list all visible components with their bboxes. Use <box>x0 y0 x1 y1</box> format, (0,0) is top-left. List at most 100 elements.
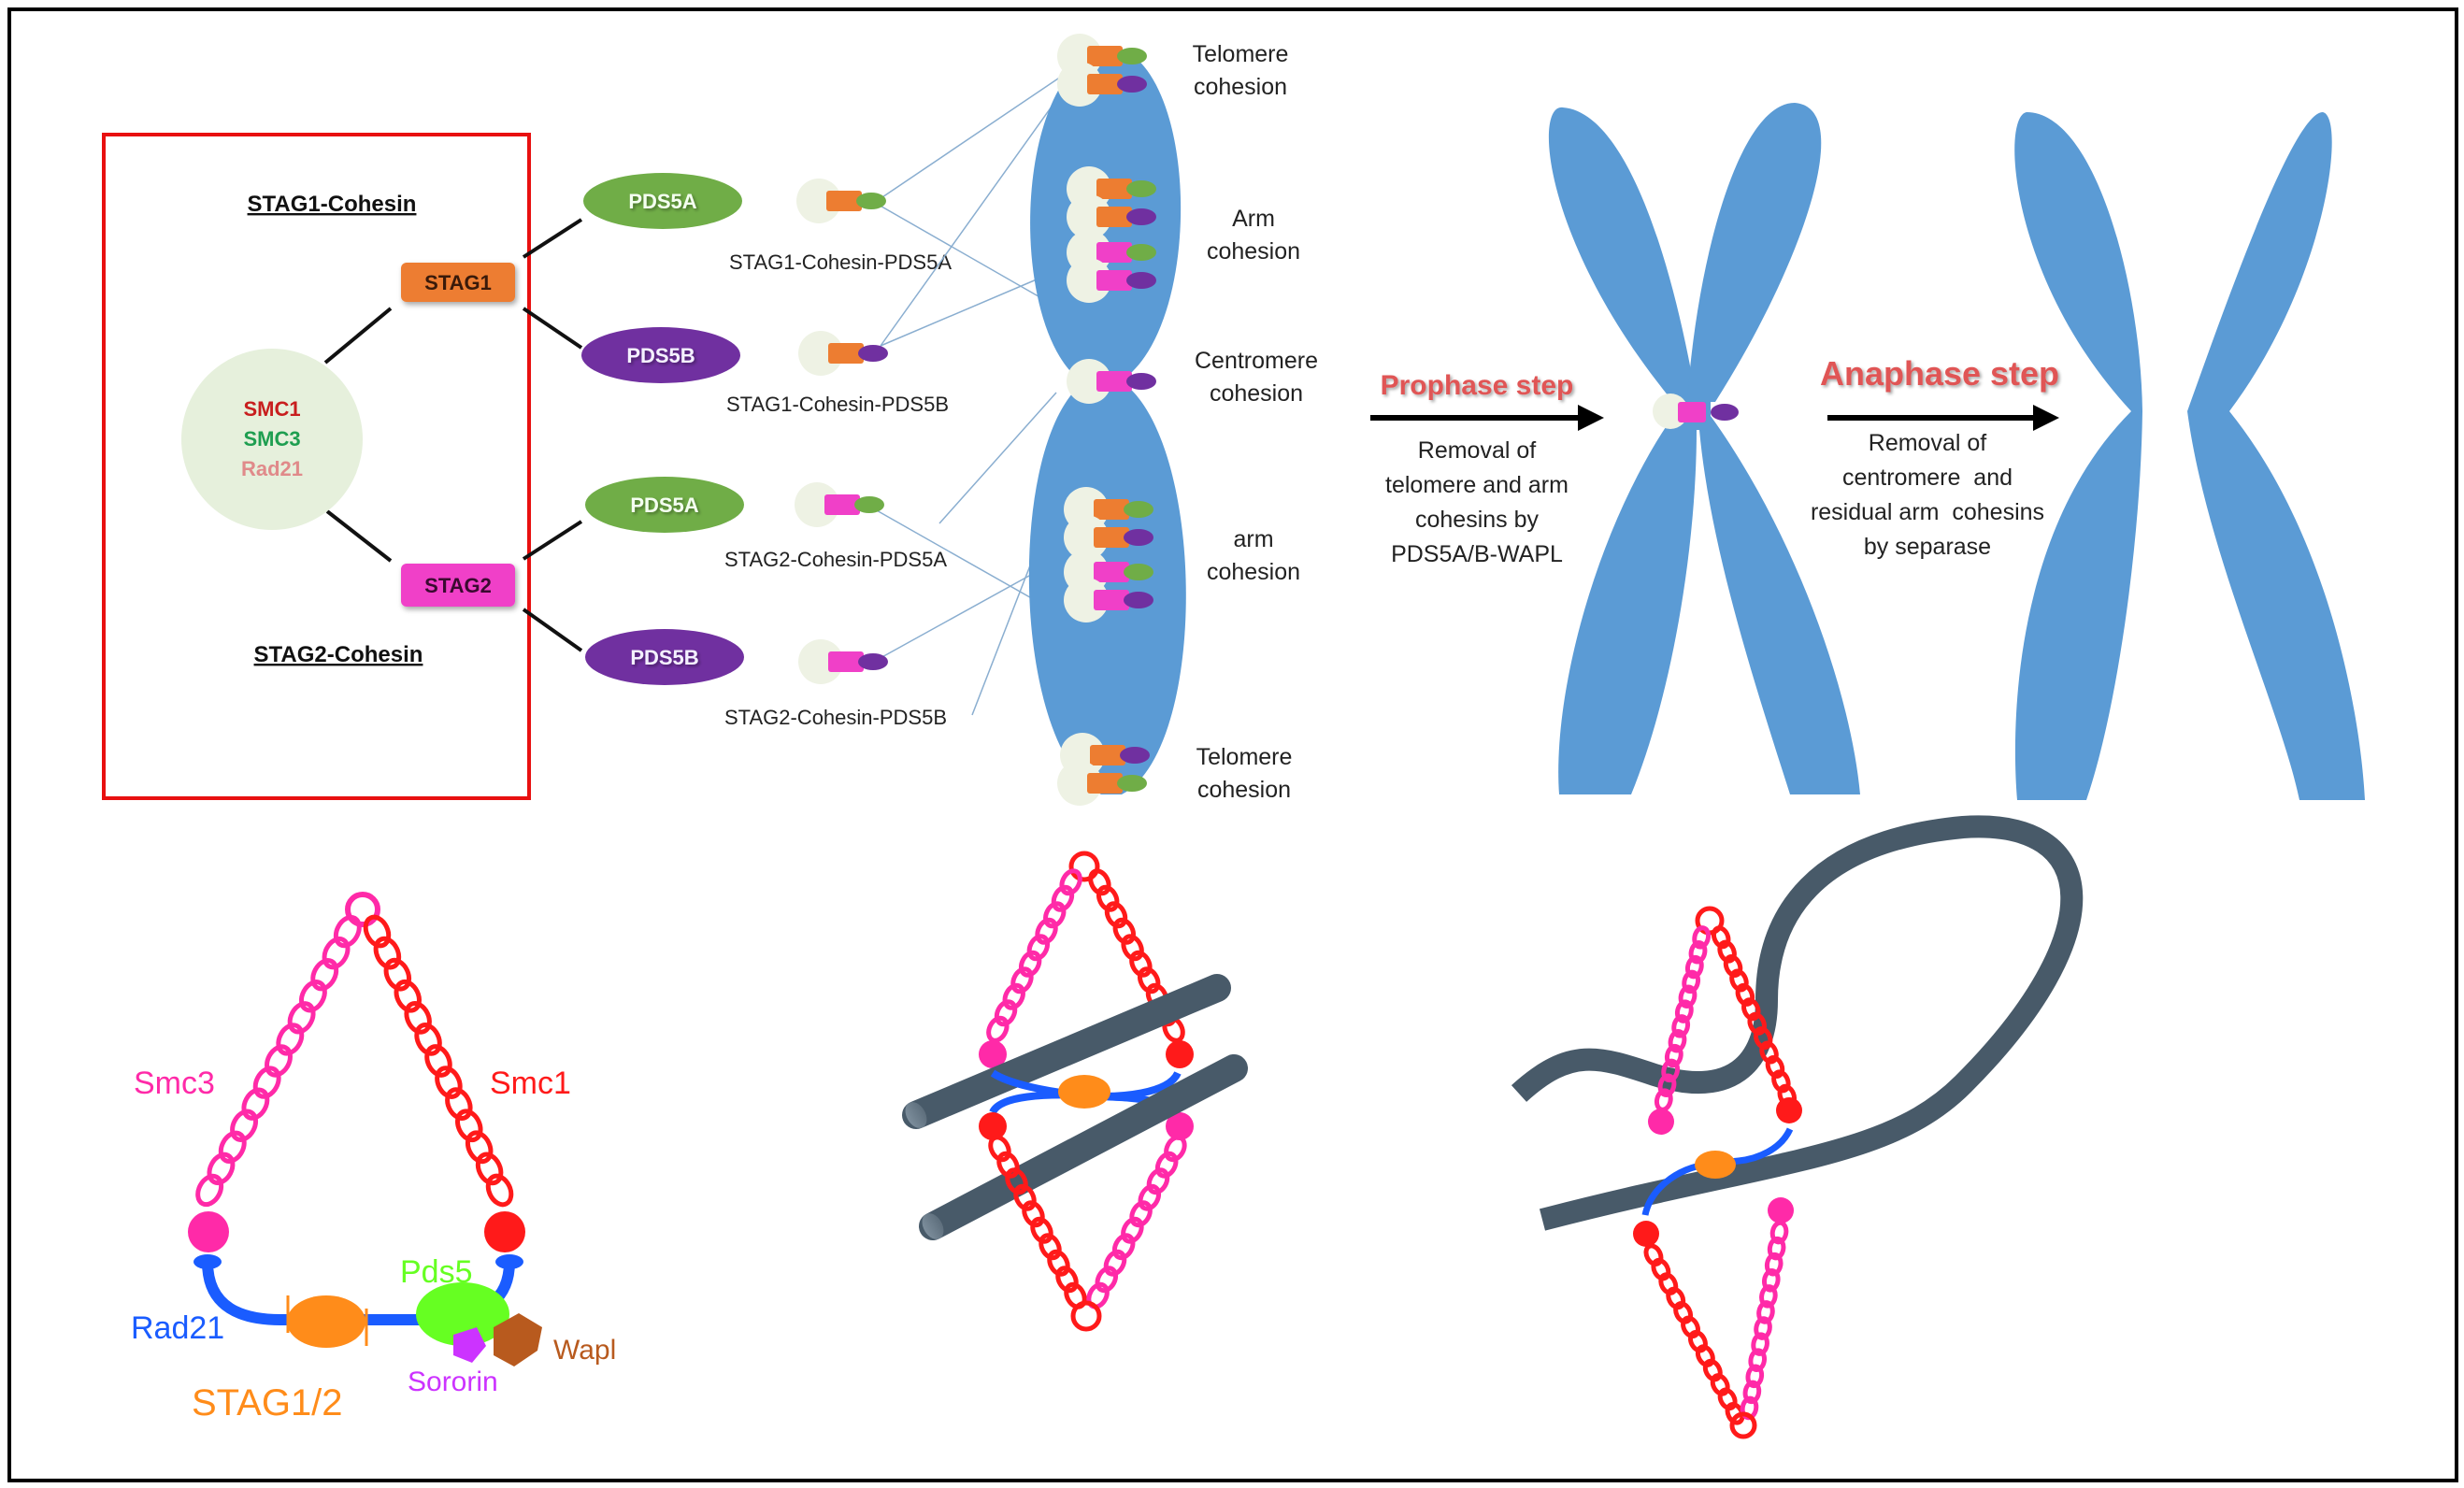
coiled-coil-bead <box>1717 939 1737 964</box>
coiled-coil-bead <box>383 957 412 992</box>
cohesin-ring-icon <box>796 179 841 223</box>
pds5-subunit-icon <box>1120 747 1150 764</box>
stag-subunit-icon <box>1094 562 1129 582</box>
partner-row: PDS5B STAG1-Cohesin-PDS5B <box>581 327 949 416</box>
coiled-coil-bead <box>265 1044 293 1078</box>
stag-subunit-icon <box>1087 74 1123 94</box>
cohesin-embracing-sister-dna <box>902 851 1248 1332</box>
coiled-coil-bead <box>1671 1014 1691 1038</box>
centromere-cohesin <box>1653 393 1739 429</box>
cohesin-ring-icon <box>1064 515 1109 560</box>
complex-label: STAG2-Cohesin-PDS5A <box>724 548 947 571</box>
cohesin-complex-icon <box>796 179 886 223</box>
smc3-arm <box>1654 925 1712 1112</box>
coiled-coil-bead <box>1005 1167 1028 1195</box>
pds5-subunit-icon <box>1117 76 1147 93</box>
cohesin-complex-icon <box>1067 359 1156 404</box>
pds5-subunit <box>416 1282 509 1346</box>
chromosome-arm-bottom <box>1028 379 1186 794</box>
rad21-c-term <box>495 1254 523 1269</box>
connector-lines <box>323 218 583 652</box>
telomere-bottom-label-2: cohesion <box>1197 777 1291 803</box>
coiled-coil-bead <box>1729 968 1749 993</box>
pds5a-node-label: PDS5A <box>628 190 696 213</box>
rad21-label: Rad21 <box>131 1310 224 1346</box>
pds5-subunit-icon <box>1126 373 1156 390</box>
coiled-coil-bead <box>404 1001 432 1035</box>
stag-subunit-icon <box>1096 242 1132 263</box>
partner-row: PDS5B STAG2-Cohesin-PDS5B <box>585 629 947 729</box>
coiled-coil-bead <box>1710 1373 1730 1396</box>
prophase-desc-line: Removal of <box>1418 437 1536 464</box>
pds5-subunit-icon <box>854 496 884 513</box>
coiled-coil-bead <box>1735 982 1755 1007</box>
coiled-coil-bead <box>1022 1200 1045 1228</box>
complex-label: STAG1-Cohesin-PDS5A <box>729 250 952 274</box>
coiled-coil-bead <box>1753 1026 1773 1051</box>
cohesin-complex-icon <box>1064 515 1153 560</box>
smc1-head <box>1776 1097 1802 1123</box>
arm-bottom-label-2: cohesion <box>1207 559 1300 585</box>
coiled-coil-bead <box>207 1152 236 1186</box>
coiled-coil-bead <box>252 1066 281 1099</box>
smc3-arm <box>1086 1135 1187 1309</box>
coiled-coil-bead <box>333 914 362 949</box>
stag-subunit-icon <box>1096 179 1132 199</box>
cohesin-complex-icon <box>1064 578 1153 622</box>
pds5-subunit-icon <box>1124 529 1153 546</box>
coiled-coil-bead <box>1035 917 1058 945</box>
cohesin-complex-icon <box>1067 258 1156 303</box>
coiled-coil-bead <box>465 1130 494 1165</box>
coiled-coil-bead <box>1687 1329 1708 1353</box>
coiled-coil-bead <box>1688 940 1708 965</box>
cohesin-ring-icon <box>1064 578 1109 622</box>
coiled-coil-bead <box>1030 1216 1053 1244</box>
smc3-head <box>979 1040 1007 1068</box>
sister-chromatid-right <box>2187 112 2365 800</box>
pds5-subunit-icon <box>1126 244 1156 261</box>
stag-subunit-icon <box>1087 46 1123 66</box>
pds5-subunit-icon <box>858 653 888 670</box>
coiled-coil-bead <box>1111 1233 1136 1261</box>
x-chromosome <box>1548 103 1860 794</box>
coiled-coil-bead <box>1095 1266 1119 1294</box>
smc1-label: Smc1 <box>490 1066 571 1101</box>
stag-subunit-icon <box>824 494 860 515</box>
stag1-node-label: STAG1 <box>424 271 492 294</box>
smc1-head <box>979 1112 1007 1140</box>
coiled-coil-bead <box>1748 1348 1768 1372</box>
pds5-subunit-icon <box>1117 48 1147 64</box>
core-rad21-label: Rad21 <box>241 457 303 480</box>
stag-subunit <box>1695 1151 1736 1179</box>
coiled-coil-bead <box>414 1023 442 1056</box>
coiled-coil-bead <box>298 980 327 1013</box>
smc3-head <box>188 1211 229 1252</box>
pds5-subunit-icon <box>1126 180 1156 197</box>
sororin-label: Sororin <box>408 1366 498 1397</box>
prophase-desc-line: cohesins by <box>1415 507 1540 533</box>
wapl-label: Wapl <box>553 1335 616 1366</box>
coiled-coil-bead <box>996 1151 1020 1179</box>
pds5-subunit-icon <box>856 193 886 209</box>
sister-chromatid-left <box>2014 112 2142 800</box>
hinge-domain <box>1729 1411 1757 1439</box>
cohesin-complex-icon <box>1067 194 1156 239</box>
coiled-coil-bead <box>1681 1315 1701 1339</box>
coiled-coil-bead <box>1129 1200 1153 1228</box>
coiled-coil-bead <box>1013 1183 1037 1211</box>
core-smc1-label: SMC1 <box>243 397 300 421</box>
cohesin-complex-icon <box>1057 62 1147 107</box>
coiled-coil-bead <box>1129 950 1153 978</box>
coiled-coil-bead <box>1121 934 1144 962</box>
figure-border <box>7 7 2458 1482</box>
smc3-arm <box>1740 1220 1789 1421</box>
coiled-coil-bead <box>1138 1183 1162 1211</box>
anaphase-desc-line: centromere and <box>1842 465 2013 491</box>
coiled-coil-bead <box>1723 954 1743 978</box>
coiled-coil-bead <box>1717 1387 1738 1411</box>
coiled-coil-bead <box>424 1044 452 1078</box>
coiled-coil-bead <box>1745 1364 1765 1389</box>
stag2-cohesin-title: STAG2-Cohesin <box>254 642 423 667</box>
coiled-coil-bead <box>455 1109 483 1143</box>
coiled-coil-bead <box>1651 1257 1671 1281</box>
